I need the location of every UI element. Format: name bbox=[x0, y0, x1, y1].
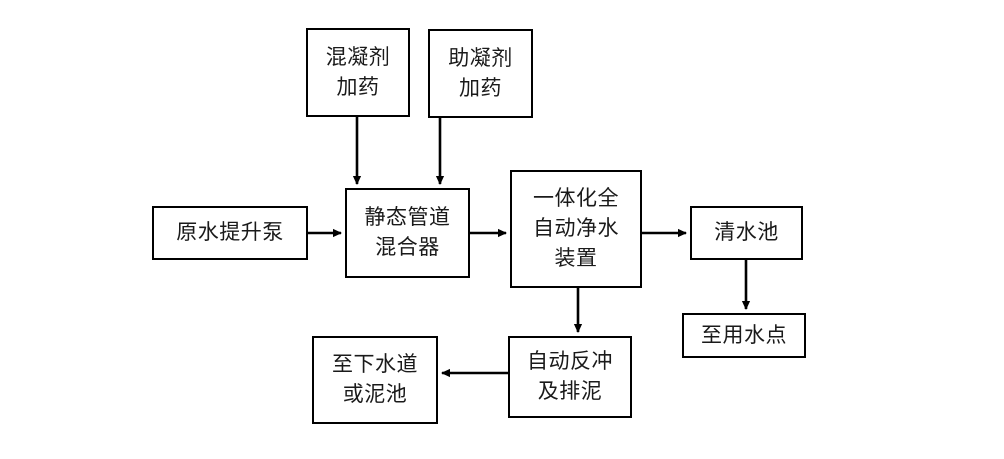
node-auto-backwash-sludge-discharge[interactable]: 自动反冲及排泥 bbox=[508, 336, 632, 418]
node-integrated-auto-water-purifier[interactable]: 一体化全自动净水装置 bbox=[510, 170, 642, 288]
node-label-line: 自动反冲 bbox=[527, 349, 613, 374]
node-label-line: 清水池 bbox=[714, 220, 779, 245]
node-label-line: 自动净水 bbox=[533, 216, 619, 241]
node-label-line: 加药 bbox=[459, 75, 502, 100]
node-label-line: 静态管道 bbox=[364, 205, 451, 230]
node-label-line: 原水提升泵 bbox=[176, 220, 284, 245]
node-coagulant-dosing[interactable]: 混凝剂加药 bbox=[306, 28, 410, 117]
node-label-line: 或泥池 bbox=[342, 382, 408, 406]
node-to-water-use-point[interactable]: 至用水点 bbox=[682, 313, 806, 358]
node-label-line: 助凝剂 bbox=[448, 45, 513, 70]
node-label-line: 混凝剂 bbox=[325, 44, 391, 69]
node-to-sewer-or-sludge-pond[interactable]: 至下水道或泥池 bbox=[312, 336, 438, 424]
node-flocculant-aid-dosing[interactable]: 助凝剂加药 bbox=[428, 29, 533, 118]
node-label-line: 至下水道 bbox=[332, 352, 418, 377]
node-label-line: 加药 bbox=[336, 74, 380, 99]
node-label-line: 一体化全 bbox=[533, 186, 619, 211]
node-label-line: 装置 bbox=[554, 245, 598, 270]
node-label-line: 混合器 bbox=[375, 235, 440, 259]
node-label-line: 及排泥 bbox=[537, 379, 603, 403]
node-clear-water-tank[interactable]: 清水池 bbox=[690, 206, 803, 260]
node-raw-water-pump[interactable]: 原水提升泵 bbox=[152, 206, 308, 260]
node-label-line: 至用水点 bbox=[701, 322, 787, 347]
node-static-pipe-mixer[interactable]: 静态管道混合器 bbox=[345, 188, 470, 278]
